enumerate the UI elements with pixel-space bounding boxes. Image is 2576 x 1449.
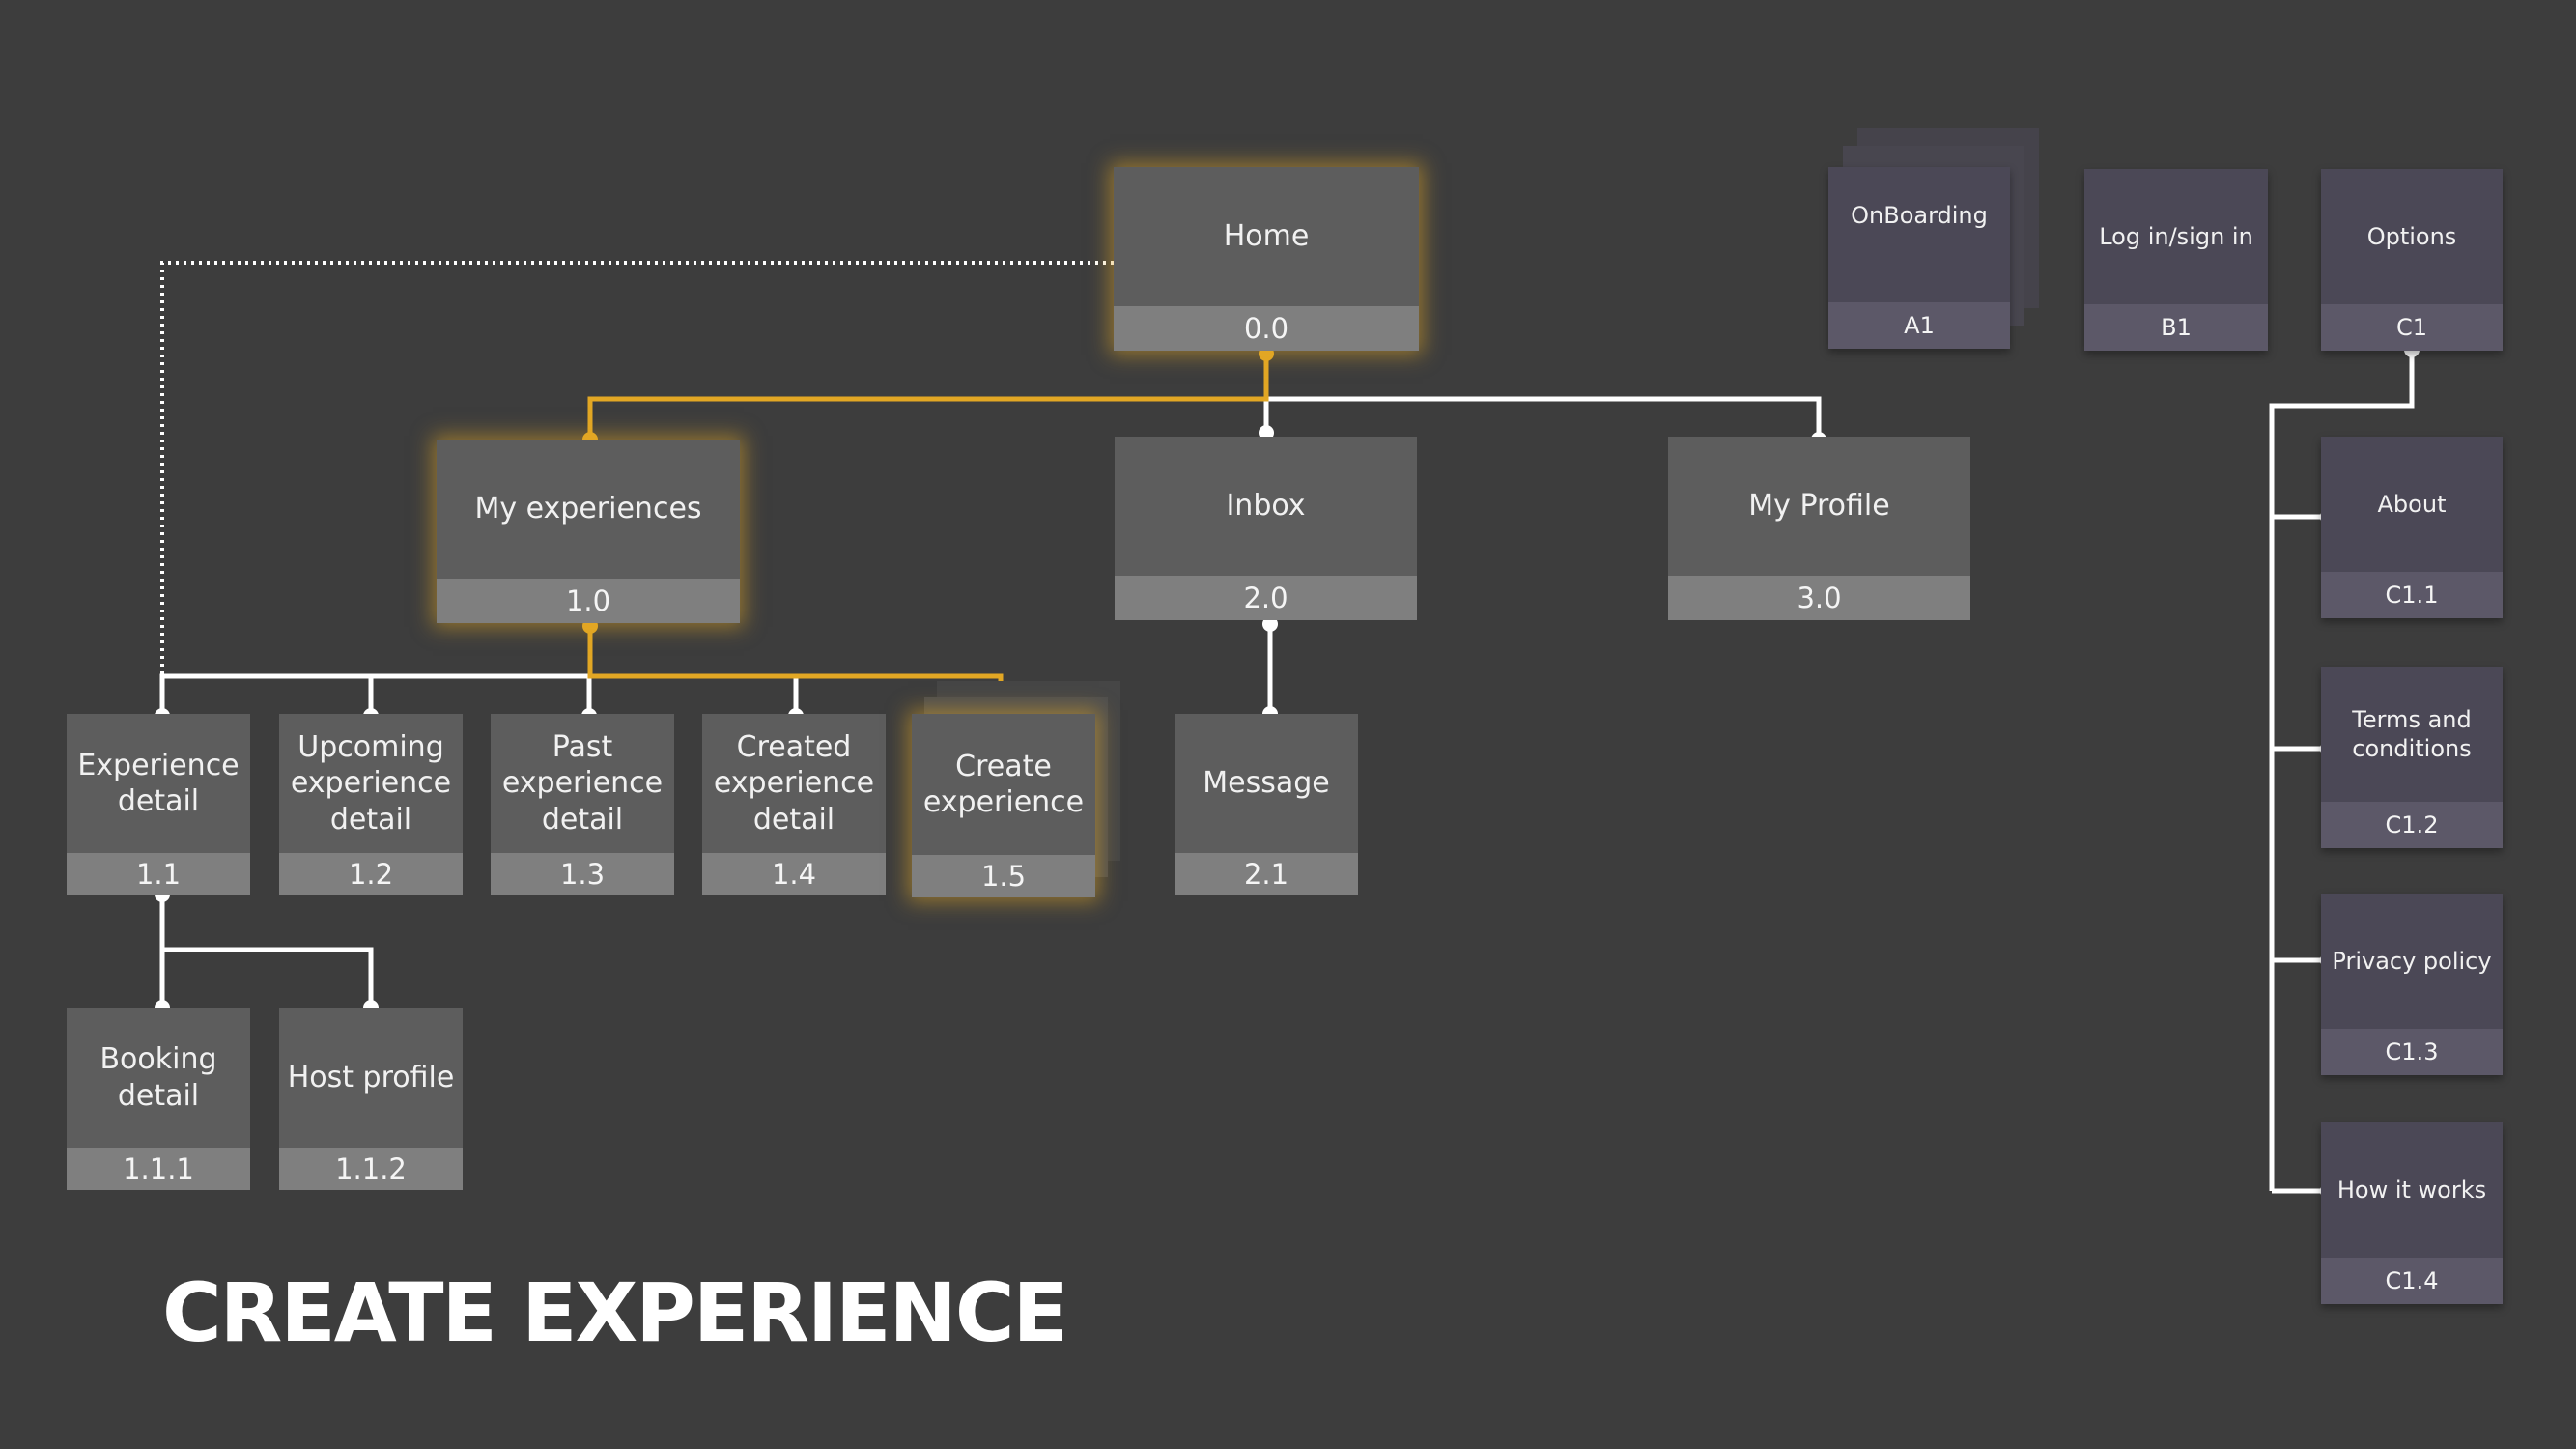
node-host-profile[interactable]: Host profile 1.1.2 [279,1008,463,1190]
node-create-experience[interactable]: Create experience 1.5 [912,714,1095,897]
node-my-experiences[interactable]: My experiences 1.0 [437,440,740,623]
page-title: CREATE EXPERIENCE [162,1265,1068,1360]
node-experience-detail-label: Experience detail [77,748,240,819]
node-about[interactable]: About C1.1 [2321,437,2503,618]
node-upcoming-experience-detail[interactable]: Upcoming experience detail 1.2 [279,714,463,895]
node-create-experience-label: Create experience [922,749,1085,820]
node-upcoming-experience-detail-label: Upcoming experience detail [290,729,452,837]
node-onboarding-code: A1 [1828,302,2010,349]
node-upcoming-experience-detail-code: 1.2 [279,853,463,895]
node-my-profile-code: 3.0 [1668,576,1970,620]
node-inbox-label: Inbox [1226,489,1306,524]
node-message[interactable]: Message 2.1 [1175,714,1358,895]
node-past-experience-detail-code: 1.3 [491,853,674,895]
highlight-home-to-my-experiences [587,354,1269,440]
node-past-experience-detail[interactable]: Past experience detail 1.3 [491,714,674,895]
node-terms-label: Terms and conditions [2352,706,2472,762]
node-how-it-works-label: How it works [2336,1177,2487,1204]
node-created-experience-detail-label: Created experience detail [713,729,875,837]
node-inbox-code: 2.0 [1115,576,1417,620]
node-about-code: C1.1 [2321,572,2503,618]
node-message-code: 2.1 [1175,853,1358,895]
node-terms-code: C1.2 [2321,802,2503,848]
node-how-it-works[interactable]: How it works C1.4 [2321,1122,2503,1304]
node-booking-detail[interactable]: Booking detail 1.1.1 [67,1008,250,1190]
node-booking-detail-code: 1.1.1 [67,1148,250,1190]
node-options-code: C1 [2321,304,2503,351]
node-inbox[interactable]: Inbox 2.0 [1115,437,1417,620]
node-created-experience-detail[interactable]: Created experience detail 1.4 [702,714,886,895]
node-host-profile-label: Host profile [287,1060,455,1094]
node-home-code: 0.0 [1114,306,1419,351]
node-login-label: Log in/sign in [2099,223,2253,250]
node-privacy[interactable]: Privacy policy C1.3 [2321,894,2503,1075]
node-privacy-code: C1.3 [2321,1029,2503,1075]
node-options[interactable]: Options C1 [2321,169,2503,351]
connector-home-to-my-profile [1266,396,1822,440]
node-about-label: About [2377,491,2447,518]
node-how-it-works-code: C1.4 [2321,1258,2503,1304]
node-onboarding[interactable]: OnBoarding A1 [1828,167,2010,349]
node-login[interactable]: Log in/sign in B1 [2084,169,2268,351]
node-experience-detail[interactable]: Experience detail 1.1 [67,714,250,895]
connector-dot [1262,616,1278,632]
node-created-experience-detail-code: 1.4 [702,853,886,895]
onboarding-stack: OnBoarding A1 [1828,128,2041,353]
node-my-profile-label: My Profile [1748,489,1890,524]
node-my-experiences-code: 1.0 [437,579,740,623]
connector-options-tree [2269,350,2415,1191]
node-past-experience-detail-label: Past experience detail [501,729,664,837]
node-terms[interactable]: Terms and conditions C1.2 [2321,667,2503,848]
node-privacy-label: Privacy policy [2332,948,2492,975]
node-options-label: Options [2366,223,2457,250]
dotted-link-home-to-experience-detail [160,261,1114,681]
node-message-label: Message [1203,766,1330,801]
node-experience-detail-code: 1.1 [67,853,250,895]
node-create-experience-code: 1.5 [912,855,1095,897]
create-experience-stack: Create experience 1.5 [912,681,1120,899]
node-home[interactable]: Home 0.0 [1114,167,1419,351]
node-my-profile[interactable]: My Profile 3.0 [1668,437,1970,620]
node-onboarding-label: OnBoarding [1851,202,1988,229]
node-home-label: Home [1223,219,1310,254]
node-host-profile-code: 1.1.2 [279,1148,463,1190]
connector-row-my-experiences [159,673,589,716]
node-login-code: B1 [2084,304,2268,351]
node-booking-detail-label: Booking detail [99,1042,217,1113]
connector-to-host [162,947,374,1008]
node-my-experiences-label: My experiences [474,492,702,526]
